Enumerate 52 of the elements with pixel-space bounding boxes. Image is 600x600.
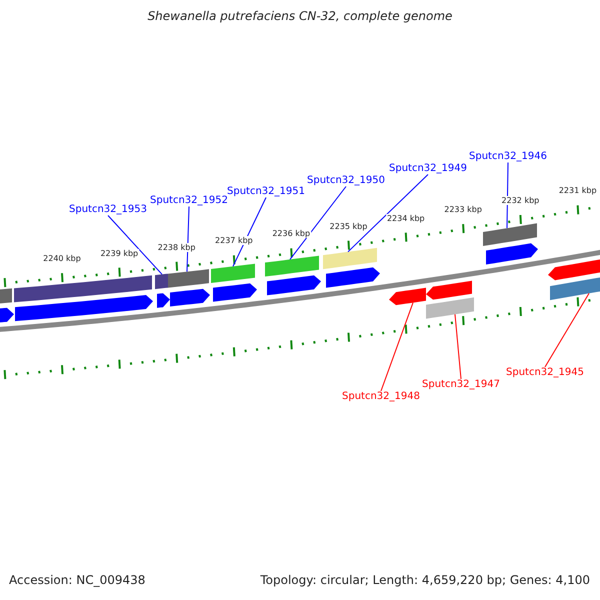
gene-label: Sputcn32_1953	[68, 204, 148, 216]
gene-bar	[323, 248, 377, 270]
gene-feature	[389, 288, 426, 306]
leader-line	[544, 292, 590, 368]
leader-line	[454, 314, 462, 380]
scale-label: 2235 kbp	[328, 222, 368, 231]
scale-label: 2234 kbp	[386, 214, 426, 223]
gene-feature	[0, 308, 14, 324]
leader-line	[108, 215, 162, 275]
scale-label: 2240 kbp	[42, 254, 82, 264]
scale-label: 2233 kbp	[443, 205, 483, 214]
gene-bar	[211, 264, 255, 283]
gene-bar	[550, 276, 600, 300]
gene-bar	[168, 269, 209, 288]
gene-feature	[157, 293, 170, 308]
leader-line	[232, 197, 266, 267]
scale-label: 2239 kbp	[99, 248, 140, 258]
leader-line	[506, 162, 508, 229]
gene-bar	[265, 256, 319, 277]
leader-line	[348, 174, 428, 252]
gene-feature	[267, 275, 321, 296]
gene-label: Sputcn32_1946	[468, 151, 548, 162]
leader-line	[186, 206, 190, 272]
gene-feature	[426, 280, 472, 300]
footer-text: Topology: circular; Length: 4,659,220 bp; Genes: 4,100	[260, 574, 590, 588]
footer-text: Accession: NC_009438	[9, 574, 146, 588]
gene-label: Sputcn32_1945	[505, 367, 585, 378]
scale-label: 2237 kbp	[214, 236, 254, 246]
scale-label: 2231 kbp	[558, 186, 598, 196]
gene-feature	[15, 295, 153, 322]
gene-label: Sputcn32_1949	[388, 163, 468, 174]
gene-feature	[486, 243, 538, 265]
title: Shewanella putrefaciens CN-32, complete genome	[146, 10, 454, 24]
gene-feature	[170, 288, 210, 306]
gene-feature	[213, 283, 257, 302]
gene-label: Sputcn32_1947	[421, 379, 501, 390]
gene-feature	[326, 267, 380, 288]
gene-bar	[155, 274, 168, 290]
leader-line	[290, 186, 346, 260]
gene-label: Sputcn32_1951	[226, 186, 306, 198]
scale-label: 2236 kbp	[271, 229, 312, 238]
gene-bar	[483, 223, 537, 246]
gene-feature	[548, 258, 600, 280]
gene-label: Sputcn32_1950	[306, 175, 386, 186]
gene-bar	[0, 288, 12, 304]
gene-label: Sputcn32_1948	[341, 391, 421, 402]
scale-label: 2238 kbp	[156, 242, 196, 252]
leader-line	[380, 302, 414, 392]
gene-label: Sputcn32_1952	[149, 195, 229, 206]
gene-bar	[426, 297, 474, 319]
scale-label: 2232 kbp	[500, 196, 540, 206]
gene-bar	[14, 275, 152, 302]
